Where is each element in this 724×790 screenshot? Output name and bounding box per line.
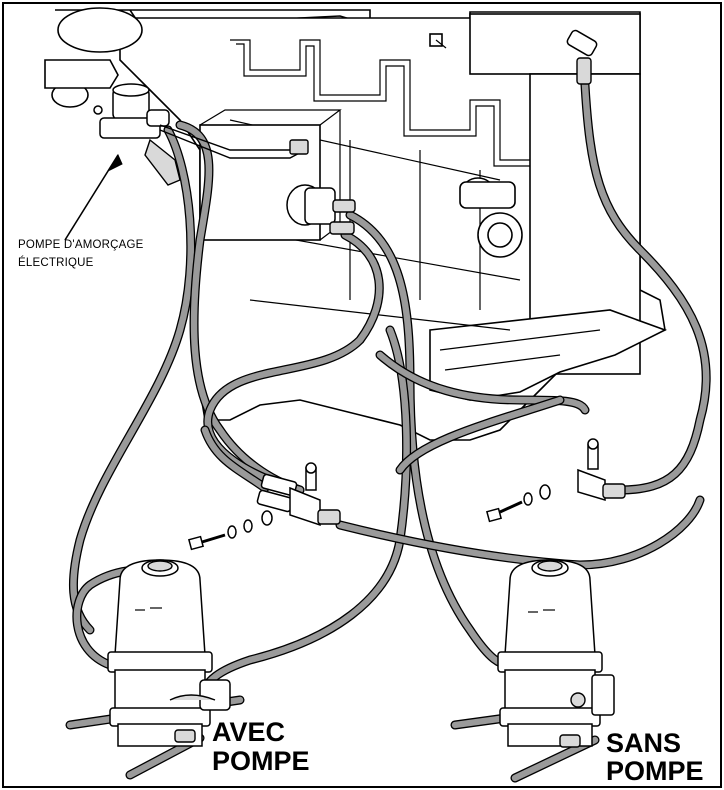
- without-pump-label-line1: SANS: [606, 728, 681, 758]
- engine-block: [44, 7, 668, 441]
- electric-primer-pump: [93, 83, 309, 186]
- primer-pump-label-line2: ÉLECTRIQUE: [18, 256, 94, 269]
- without-pump-label-line2: POMPE: [606, 756, 704, 786]
- right-fuel-water-separator: [497, 559, 615, 748]
- left-tee-fitting: [187, 462, 341, 551]
- primer-pump-leader: [64, 154, 119, 241]
- arrow-head-icon: [108, 153, 123, 172]
- with-pump-label-line1: AVEC: [212, 717, 285, 747]
- primer-pump-label-line1: POMPE D'AMORÇAGE: [18, 239, 144, 251]
- left-fuel-water-separator: [107, 559, 231, 747]
- top-right-fitting: [566, 29, 598, 85]
- engine-fuel-filter: [286, 184, 356, 235]
- with-pump-label-line2: POMPE: [212, 746, 310, 776]
- right-tee-fitting: [485, 438, 626, 523]
